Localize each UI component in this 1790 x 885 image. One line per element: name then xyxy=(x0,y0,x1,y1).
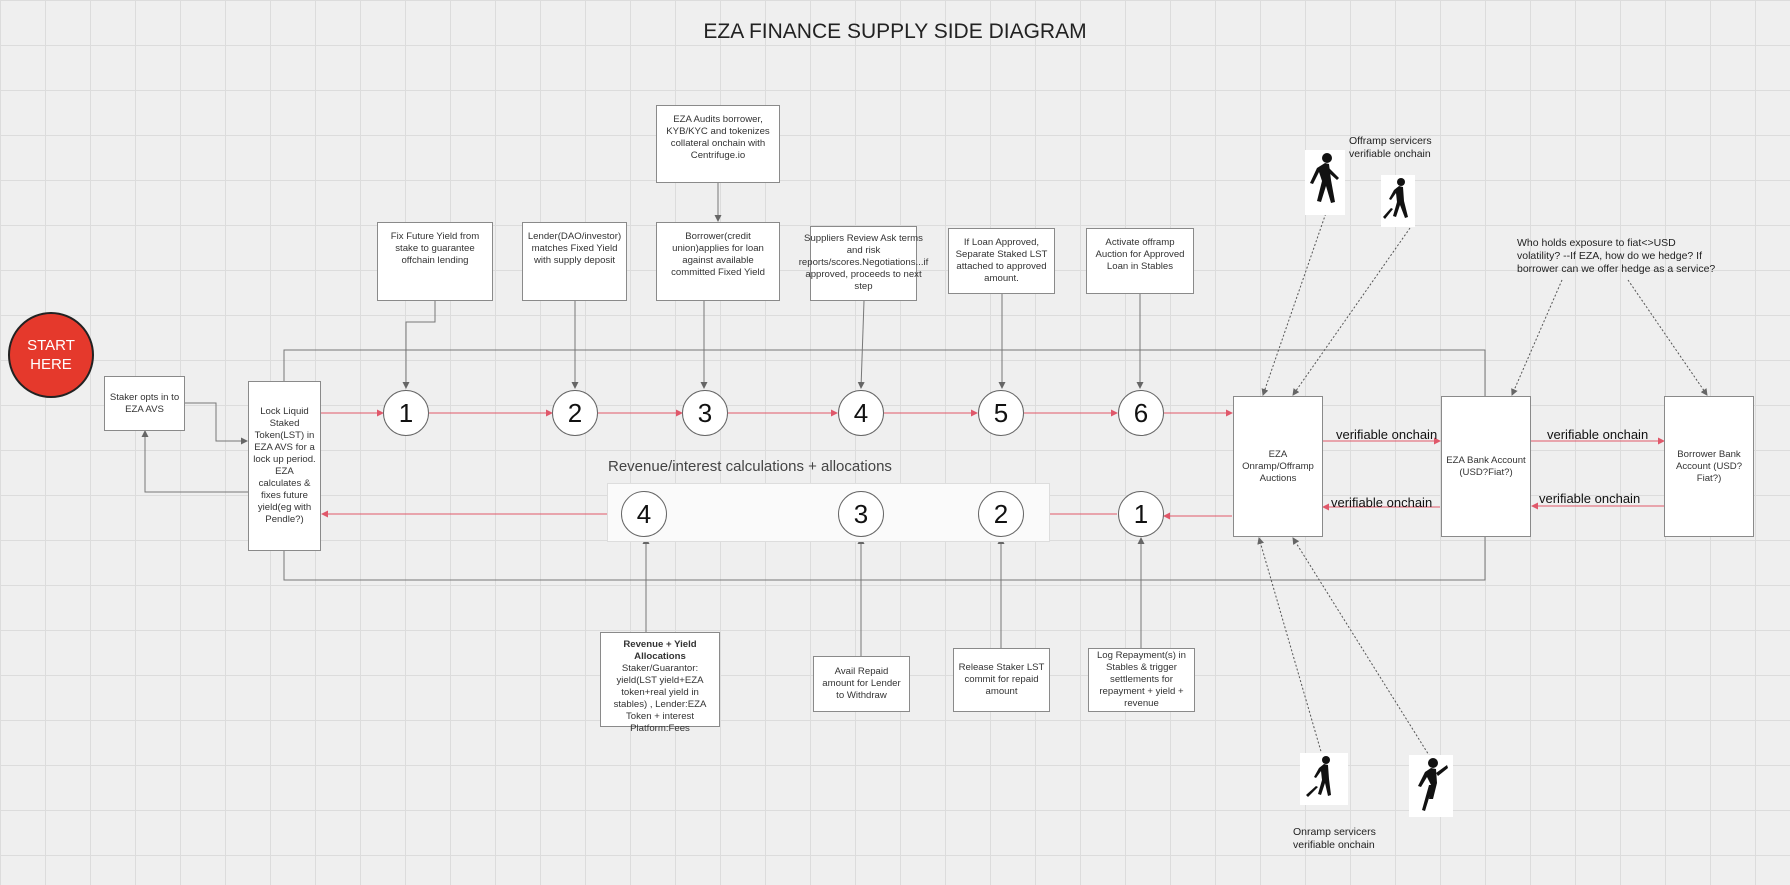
arrow-lock-to-staker xyxy=(141,430,248,493)
step-circle-bottom-4[interactable]: 4 xyxy=(621,491,667,537)
link-onramp-servicer-1 xyxy=(1257,537,1323,756)
label-verifiable-2: verifiable onchain xyxy=(1331,495,1433,510)
step-circle-top-1[interactable]: 1 xyxy=(383,390,429,436)
step-circle-top-3[interactable]: 3 xyxy=(682,390,728,436)
box-lock-lst-text: Lock Liquid Staked Token(LST) in EZA AVS… xyxy=(253,406,316,525)
link-offramp-servicer-1 xyxy=(1261,209,1328,396)
revenue-panel xyxy=(607,483,1050,542)
box-eza-auctions-text: EZA Onramp/Offramp Auctions xyxy=(1242,448,1314,484)
label-verifiable-1: verifiable onchain xyxy=(1336,427,1438,442)
link-fiat-note-1 xyxy=(1511,279,1563,396)
box-activate-offramp-text: Activate offramp Auction for Approved Lo… xyxy=(1095,237,1185,272)
box-release-staker-text: Release Staker LST commit for repaid amo… xyxy=(958,662,1045,697)
box-revenue-allocations[interactable]: Revenue + Yield Allocations Staker/Guara… xyxy=(600,632,720,734)
frame-bottom xyxy=(283,537,1486,581)
box-eza-audits[interactable]: EZA Audits borrower, KYB/KYC and tokeniz… xyxy=(656,105,780,183)
box-eza-auctions[interactable]: EZA Onramp/Offramp Auctions xyxy=(1233,396,1323,537)
box-fix-yield-text: Fix Future Yield from stake to guarantee… xyxy=(390,231,480,266)
box-borrower-bank[interactable]: Borrower Bank Account (USD?Fiat?) xyxy=(1664,396,1754,537)
box-borrower-applies-text: Borrower(credit union)applies for loan a… xyxy=(671,231,765,278)
step-circle-bottom-3[interactable]: 3 xyxy=(838,491,884,537)
box-suppliers-review[interactable]: Suppliers Review Ask terms and risk repo… xyxy=(799,226,928,301)
start-label-line2: HERE xyxy=(30,356,72,373)
box-activate-offramp[interactable]: Activate offramp Auction for Approved Lo… xyxy=(1086,228,1194,294)
label-onramp-servicers: Onramp servicers verifiable onchain xyxy=(1293,826,1376,851)
person-icon xyxy=(1305,150,1345,215)
label-fiat-question: Who holds exposure to fiat<>USD volatili… xyxy=(1517,237,1716,275)
step-circle-top-5[interactable]: 5 xyxy=(978,390,1024,436)
start-here-node[interactable]: START HERE xyxy=(8,312,94,398)
step-circle-bottom-1[interactable]: 1 xyxy=(1118,491,1164,537)
person-icon xyxy=(1300,753,1348,805)
link-suppliers xyxy=(857,300,865,389)
link-fix-yield xyxy=(402,301,436,389)
label-verifiable-3: verifiable onchain xyxy=(1547,427,1649,442)
box-eza-bank[interactable]: EZA Bank Account (USD?Fiat?) xyxy=(1441,396,1531,537)
box-eza-bank-text: EZA Bank Account (USD?Fiat?) xyxy=(1446,454,1526,478)
box-fix-yield[interactable]: Fix Future Yield from stake to guarantee… xyxy=(377,222,493,301)
box-staker-opts-text: Staker opts in to EZA AVS xyxy=(109,391,180,415)
label-offramp-servicers: Offramp servicers verifiable onchain xyxy=(1349,135,1432,160)
box-revenue-allocations-text: Staker/Guarantor: yield(LST yield+EZA to… xyxy=(613,663,707,734)
page-title: EZA FINANCE SUPPLY SIDE DIAGRAM xyxy=(703,20,1087,43)
box-revenue-allocations-heading: Revenue + Yield Allocations xyxy=(623,639,697,662)
box-log-repayments-text: Log Repayment(s) in Stables & trigger se… xyxy=(1096,650,1187,709)
box-release-staker[interactable]: Release Staker LST commit for repaid amo… xyxy=(953,648,1050,712)
person-icon xyxy=(1409,755,1453,817)
box-loan-approved-text: If Loan Approved, Separate Staked LST at… xyxy=(955,237,1048,284)
step-circle-bottom-2[interactable]: 2 xyxy=(978,491,1024,537)
step-circle-top-2[interactable]: 2 xyxy=(552,390,598,436)
box-borrower-applies[interactable]: Borrower(credit union)applies for loan a… xyxy=(656,222,780,301)
box-eza-audits-text: EZA Audits borrower, KYB/KYC and tokeniz… xyxy=(666,114,770,161)
box-lender-matches[interactable]: Lender(DAO/investor) matches Fixed Yield… xyxy=(522,222,627,301)
revenue-panel-title: Revenue/interest calculations + allocati… xyxy=(608,458,892,475)
label-verifiable-4: verifiable onchain xyxy=(1539,491,1641,506)
box-suppliers-review-text: Suppliers Review Ask terms and risk repo… xyxy=(798,233,929,292)
box-avail-repaid[interactable]: Avail Repaid amount for Lender to Withdr… xyxy=(813,656,910,712)
person-icon xyxy=(1381,175,1415,227)
box-avail-repaid-text: Avail Repaid amount for Lender to Withdr… xyxy=(822,666,901,701)
box-borrower-bank-text: Borrower Bank Account (USD?Fiat?) xyxy=(1675,448,1743,484)
box-loan-approved[interactable]: If Loan Approved, Separate Staked LST at… xyxy=(948,228,1055,294)
box-log-repayments[interactable]: Log Repayment(s) in Stables & trigger se… xyxy=(1088,648,1195,712)
box-lock-lst[interactable]: Lock Liquid Staked Token(LST) in EZA AVS… xyxy=(248,381,321,551)
arrow-staker-to-lock xyxy=(185,402,248,445)
frame-top xyxy=(283,349,1486,397)
start-label-line1: START xyxy=(27,337,75,354)
step-circle-top-4[interactable]: 4 xyxy=(838,390,884,436)
link-offramp-servicer-2 xyxy=(1292,227,1411,396)
link-fiat-note-2 xyxy=(1627,279,1708,396)
step-circle-top-6[interactable]: 6 xyxy=(1118,390,1164,436)
box-lender-matches-text: Lender(DAO/investor) matches Fixed Yield… xyxy=(527,231,622,266)
box-staker-opts[interactable]: Staker opts in to EZA AVS xyxy=(104,376,185,431)
